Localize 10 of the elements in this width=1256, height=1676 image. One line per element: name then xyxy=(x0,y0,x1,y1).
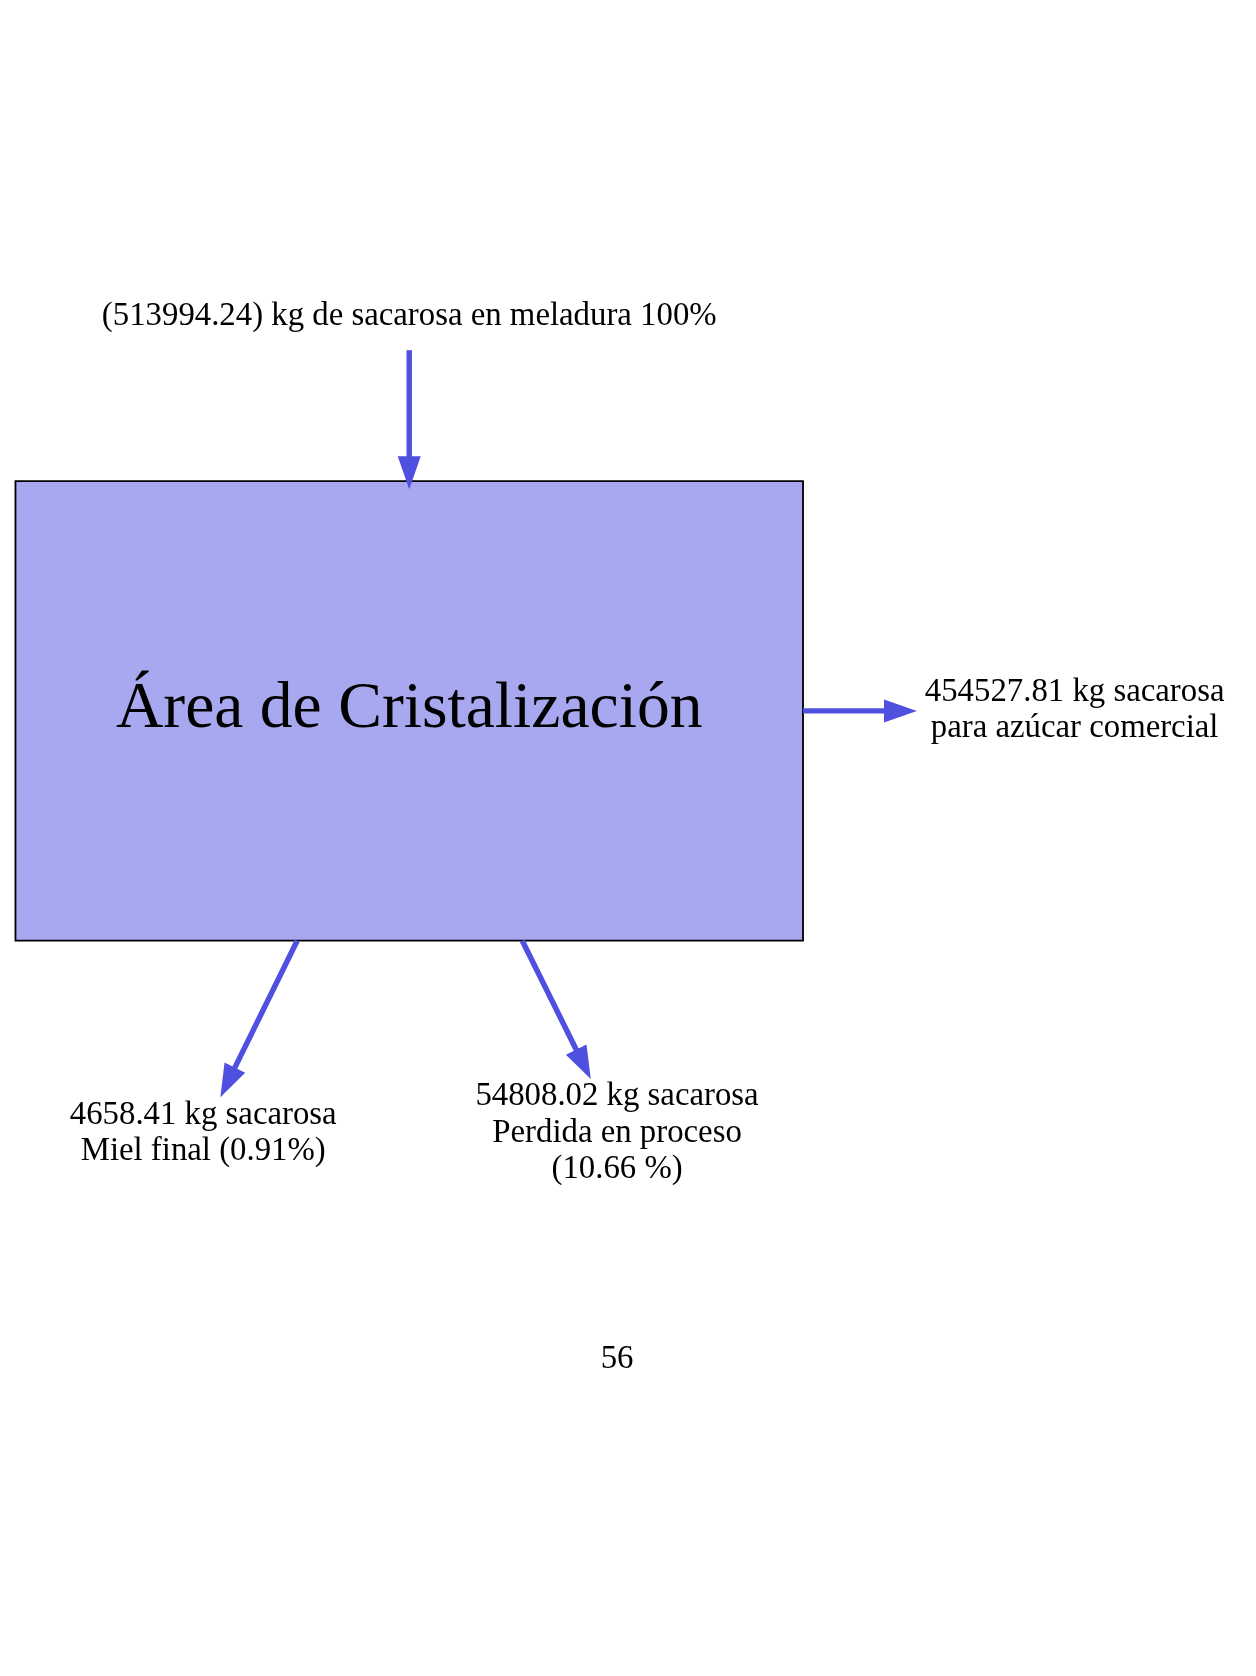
node-text: 4658.41 kg sacarosa Miel final (0.91%) xyxy=(69,1094,337,1167)
arrow xyxy=(220,939,300,1097)
arrow xyxy=(803,698,917,722)
node-text: 454527.81 kg sacarosa para azúcar comercial xyxy=(924,671,1225,744)
arrow xyxy=(397,349,421,489)
node-box: Área de Cristalización xyxy=(14,479,804,941)
label: 56 xyxy=(600,1338,634,1375)
node-text: 54808.02 kg sacarosa Perdida en proceso (10.66 %) xyxy=(475,1075,759,1185)
arrow xyxy=(519,939,591,1079)
node-text: (513994.24) kg de sacarosa en meladura 100% xyxy=(101,295,717,332)
